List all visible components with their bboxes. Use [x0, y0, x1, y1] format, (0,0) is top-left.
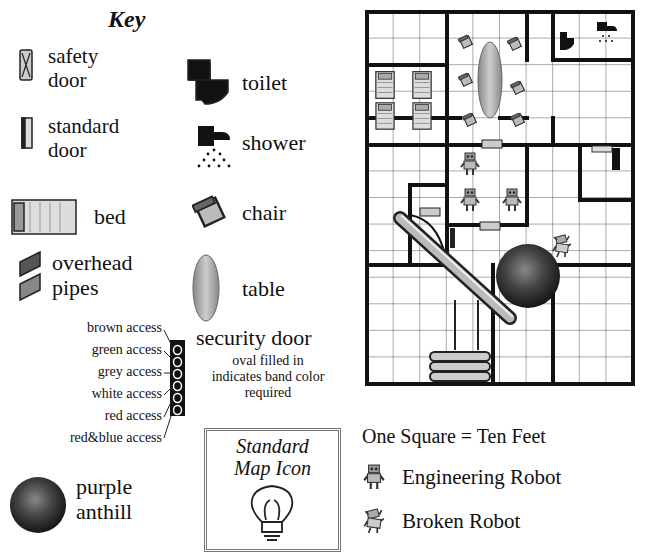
legend-label: security door — [196, 325, 346, 350]
legend-label: shower — [242, 130, 342, 155]
legend-label: toilet — [242, 70, 342, 95]
note-label: oval filled in indicates band color requ… — [208, 353, 328, 401]
access-label: red&blue access — [2, 430, 162, 446]
access-label: brown access — [2, 320, 162, 336]
access-label: green access — [2, 342, 162, 358]
access-label: white access — [2, 386, 162, 402]
legend-label: Engineering Robot — [402, 465, 632, 489]
legend-label: table — [242, 276, 342, 301]
legend-label: safety door — [48, 44, 128, 92]
legend-label: purple anthill — [76, 474, 186, 525]
legend-label: chair — [242, 200, 342, 225]
legend-label: standard door — [48, 114, 158, 162]
icon-box-title: Standard Map Icon — [221, 435, 325, 479]
note-label: One Square = Ten Feet — [362, 425, 632, 448]
legend-label: Broken Robot — [402, 509, 632, 533]
key-title: Key — [108, 6, 145, 34]
map-icon-box: Standard Map Icon — [204, 428, 341, 552]
access-label: grey access — [2, 364, 162, 380]
legend-label: bed — [94, 204, 154, 229]
legend-label: overhead pipes — [52, 250, 162, 301]
access-label: red access — [2, 408, 162, 424]
